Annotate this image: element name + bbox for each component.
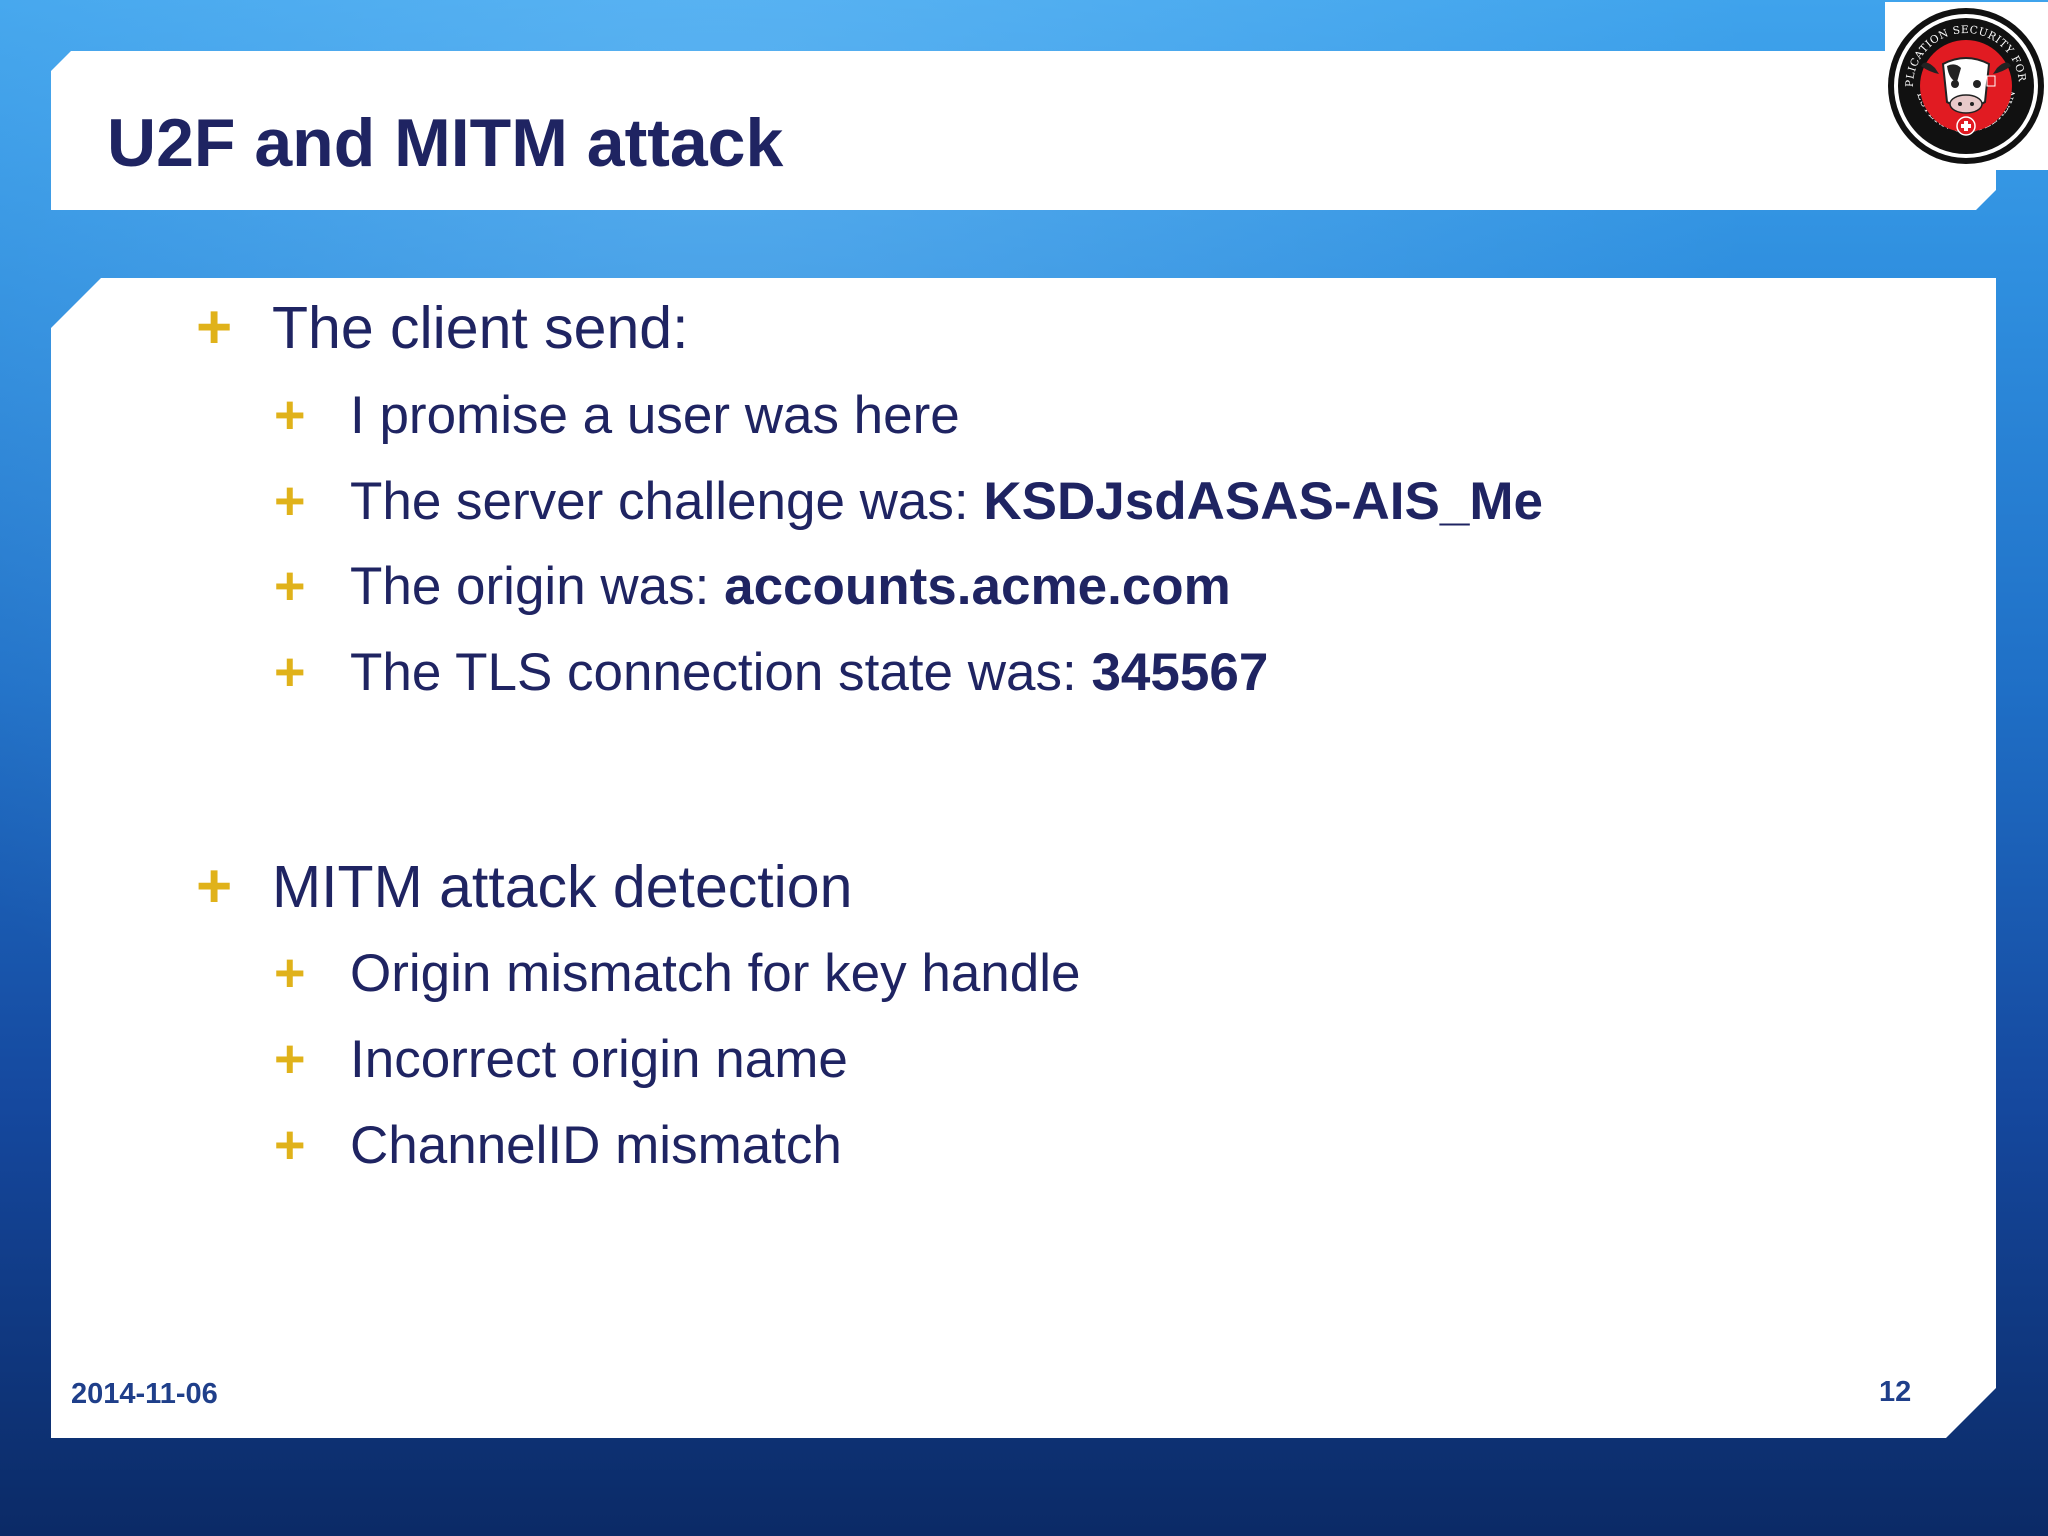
plus-bullet-icon: + [274, 471, 306, 531]
sub-bullet-incorrect-origin: + Incorrect origin name [274, 1028, 848, 1090]
plus-bullet-icon: + [274, 642, 306, 702]
bullet-text: MITM attack detection [272, 853, 853, 920]
title-panel [51, 51, 1996, 210]
sub-bullet-server-challenge: + The server challenge was: KSDJsdASAS-A… [274, 470, 1543, 532]
bullet-text: Incorrect origin name [350, 1029, 848, 1089]
page-number: 12 [1879, 1376, 1912, 1408]
sub-bullet-origin-mismatch: + Origin mismatch for key handle [274, 942, 1081, 1004]
bullet-text: ChannelID mismatch [350, 1115, 842, 1175]
forum-logo: APPLICATION SECURITY FORUM WESTERN SWITZ… [1879, 0, 2048, 170]
content-panel [51, 278, 1996, 1438]
bullet-text: The origin was: [350, 556, 725, 616]
plus-bullet-icon: + [274, 556, 306, 616]
sub-bullet-tls-state: + The TLS connection state was: 345567 [274, 641, 1268, 703]
plus-bullet-icon: + [196, 852, 233, 921]
sub-bullet-user-promise: + I promise a user was here [274, 384, 960, 446]
bullet-client-send: + The client send: [196, 292, 689, 363]
origin-value: accounts.acme.com [724, 556, 1231, 616]
bullet-text: The client send: [272, 294, 689, 361]
bullet-mitm-detection: + MITM attack detection [196, 851, 852, 922]
bullet-text: Origin mismatch for key handle [350, 943, 1081, 1003]
bullet-text: I promise a user was here [350, 385, 960, 445]
sub-bullet-channelid-mismatch: + ChannelID mismatch [274, 1114, 842, 1176]
plus-bullet-icon: + [274, 1115, 306, 1175]
bullet-text: The server challenge was: [350, 471, 984, 531]
plus-bullet-icon: + [274, 1029, 306, 1089]
application-security-forum-logo-icon: APPLICATION SECURITY FORUM WESTERN SWITZ… [1879, 0, 2044, 164]
slide-title: U2F and MITM attack [107, 105, 784, 181]
bullet-text: The TLS connection state was: [350, 642, 1092, 702]
footer-date: 2014-11-06 [71, 1378, 218, 1410]
tls-state-value: 345567 [1091, 642, 1269, 702]
challenge-value: KSDJsdASAS-AIS_Me [983, 471, 1543, 531]
plus-bullet-icon: + [274, 385, 306, 445]
plus-bullet-icon: + [274, 943, 306, 1003]
plus-bullet-icon: + [196, 293, 233, 362]
sub-bullet-origin: + The origin was: accounts.acme.com [274, 555, 1231, 617]
